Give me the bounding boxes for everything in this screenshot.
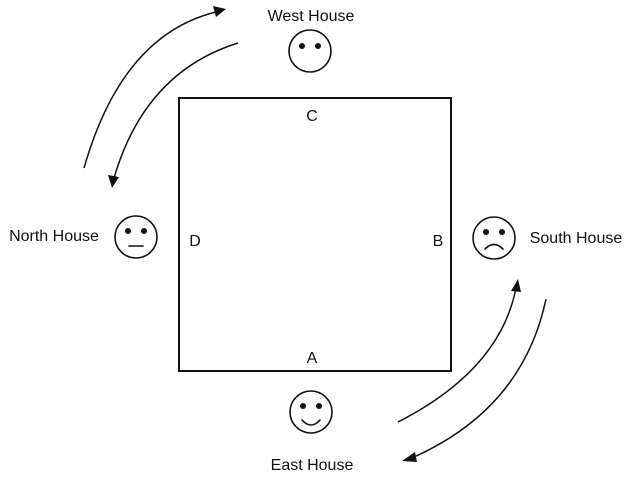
north-house: North House [9, 215, 158, 259]
happy-face-icon [289, 390, 333, 434]
arrow-down-head-icon [108, 175, 119, 188]
upper-left-arrows [83, 6, 239, 188]
neutral-face-icon [288, 29, 332, 73]
central-square [178, 97, 452, 372]
west-house: West House [268, 8, 355, 73]
lower-right-arrows [397, 279, 547, 462]
side-label-bottom: A [307, 350, 318, 367]
sad-face-icon [472, 216, 516, 260]
west-house-label: West House [268, 8, 355, 25]
north-house-label: North House [9, 228, 99, 245]
east-house-label: East House [271, 457, 354, 474]
arrow-up-right-curve [397, 287, 517, 423]
arrow-up-right-head-icon [511, 279, 521, 292]
arrow-down-left-head-icon [402, 452, 417, 462]
arrow-down-curve [113, 42, 239, 179]
south-house-label: South House [530, 230, 623, 247]
side-label-right: B [433, 233, 444, 250]
east-house: East House [271, 390, 354, 474]
south-house: South House [472, 216, 623, 260]
arrow-up-head-icon [213, 6, 226, 17]
arrow-up-curve [83, 11, 217, 169]
flat-face-icon [114, 215, 158, 259]
arrow-down-left-curve [413, 298, 547, 458]
side-label-left: D [189, 233, 201, 250]
side-label-top: C [306, 108, 318, 125]
